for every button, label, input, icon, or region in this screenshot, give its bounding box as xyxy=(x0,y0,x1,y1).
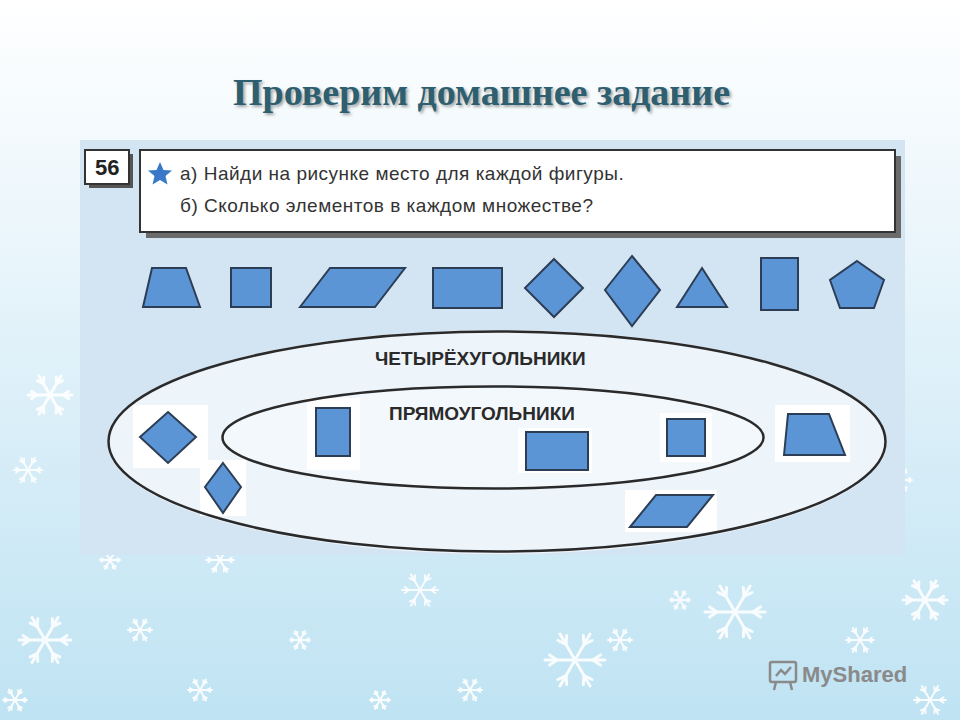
rhombus xyxy=(605,256,660,326)
number-frame xyxy=(85,150,129,184)
snowflake xyxy=(19,617,71,662)
snowflake xyxy=(458,680,482,701)
set-label: ЧЕТЫРЁХУГОЛЬНИКИ xyxy=(375,348,586,370)
figure-backing xyxy=(200,460,246,516)
set-fill xyxy=(107,330,887,554)
rectangle xyxy=(433,268,502,308)
rectangle xyxy=(316,408,350,456)
rectangle xyxy=(526,432,588,470)
rhombus xyxy=(140,412,196,463)
figure-backing xyxy=(307,398,360,470)
snowflake xyxy=(402,574,438,605)
snowflake xyxy=(903,581,947,619)
snowflake xyxy=(705,586,765,638)
square xyxy=(231,268,271,307)
trapezoid xyxy=(784,414,845,455)
trapezoid xyxy=(143,268,200,307)
star-icon xyxy=(148,162,172,185)
rhombus xyxy=(525,259,583,317)
set-ellipse: ПРЯМОУГОЛЬНИКИ xyxy=(221,385,765,490)
task-number: 56 xyxy=(95,155,119,181)
figures xyxy=(143,256,884,326)
figure-backing xyxy=(775,405,850,462)
task-box: а) Найди на рисунке место для каждой фиг… xyxy=(140,150,895,232)
snowflake xyxy=(545,634,605,686)
task-text: б) Сколько элементов в каждом множестве? xyxy=(180,195,594,217)
snowflake xyxy=(290,631,310,648)
snowflake xyxy=(188,680,212,701)
triangle xyxy=(677,268,727,307)
snowflake xyxy=(914,686,946,714)
slide-title: Проверим домашнее задание xyxy=(233,70,730,114)
watermark: MyShared xyxy=(802,662,907,688)
task-text: а) Найди на рисунке место для каждой фиг… xyxy=(180,163,624,185)
rhombus xyxy=(205,463,241,513)
snowflake xyxy=(128,620,152,641)
set-fill xyxy=(221,385,765,489)
snowflake xyxy=(370,691,390,708)
square xyxy=(667,419,705,456)
set-ellipse: ПРЯМОУГОЛЬНИКИ ЧЕТЫРЁХУГОЛЬНИКИ xyxy=(107,330,887,553)
watermark-icon xyxy=(770,662,796,690)
figure-backing xyxy=(660,413,712,462)
snowflake xyxy=(670,591,690,608)
snowflake xyxy=(14,458,42,482)
snowflake xyxy=(608,630,632,651)
task-number: 56 xyxy=(85,150,129,184)
figure-backing xyxy=(133,405,208,468)
snowflake xyxy=(28,376,72,414)
rectangle xyxy=(761,258,798,310)
parallelogram xyxy=(630,495,713,527)
pentagon xyxy=(830,261,884,308)
figure-backing xyxy=(625,490,717,532)
parallelogram xyxy=(300,268,405,307)
ellipse-outline xyxy=(221,385,765,490)
snowflake xyxy=(846,628,874,652)
textbook-panel xyxy=(80,140,905,555)
set-label: ПРЯМОУГОЛЬНИКИ xyxy=(389,403,575,425)
figure-backing xyxy=(518,428,592,473)
task-frame xyxy=(140,150,895,232)
snowflake xyxy=(3,690,27,711)
